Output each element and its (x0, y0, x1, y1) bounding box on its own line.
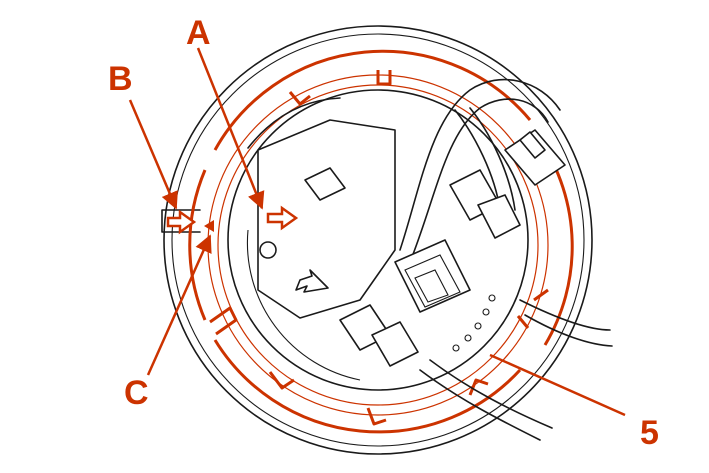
sensor-block (304, 167, 346, 201)
outline-arrow-icon (295, 269, 329, 293)
electrical-connector-icon (339, 129, 566, 367)
callout-b: B (108, 60, 133, 98)
vent-hole (259, 241, 277, 259)
leader-lines (128, 47, 626, 417)
pump-flange (227, 89, 529, 391)
callout-a: A (186, 14, 211, 52)
alignment-arrow-b (166, 209, 197, 235)
retaining-ring (188, 49, 574, 434)
callout-5: 5 (640, 414, 659, 452)
hoses (399, 78, 613, 441)
callout-c: C (124, 374, 149, 412)
outer-housing (161, 25, 593, 455)
alignment-mark-c (204, 220, 214, 232)
alignment-arrow-a (266, 205, 299, 231)
mounting-holes (452, 294, 496, 352)
